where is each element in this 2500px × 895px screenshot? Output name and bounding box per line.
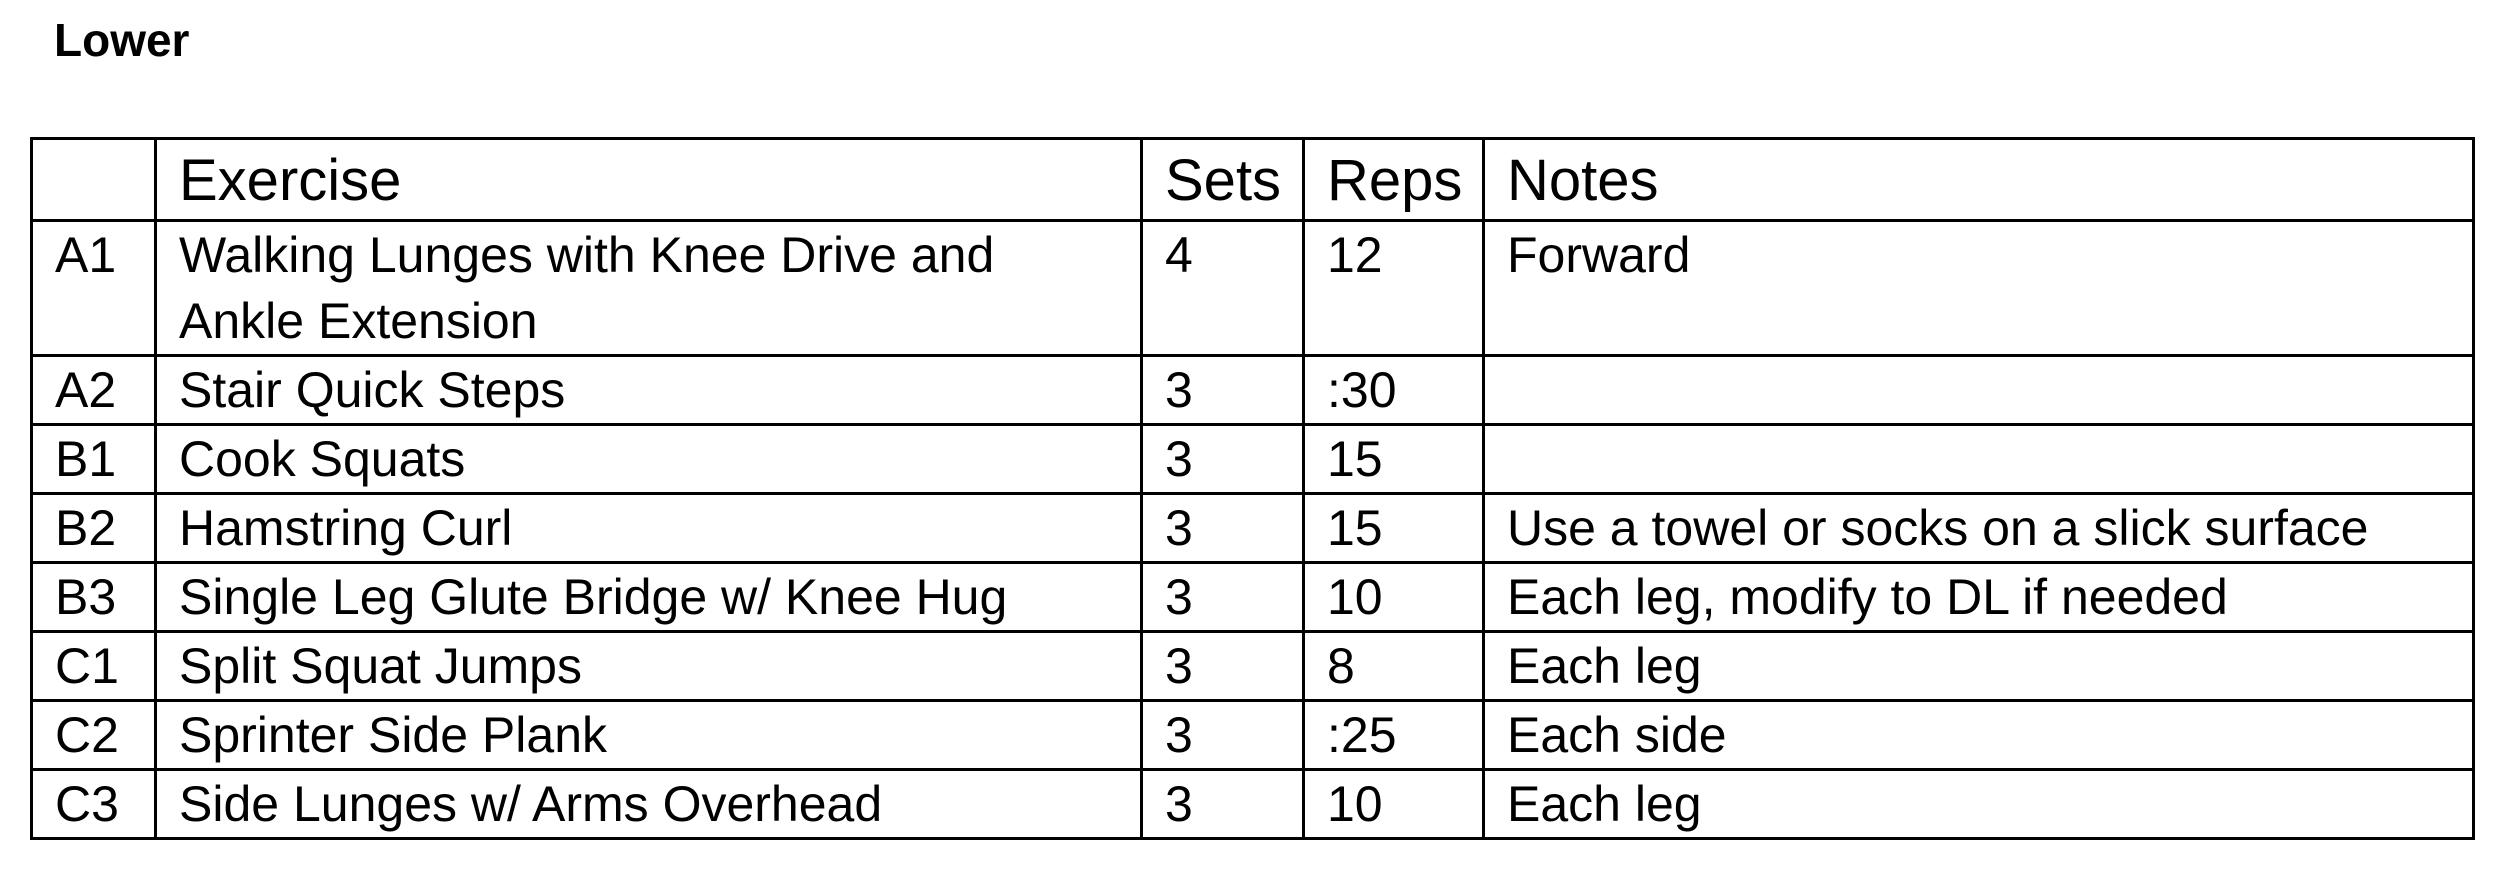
cell-sets: 3 (1140, 630, 1305, 702)
cell-id: C1 (30, 630, 157, 702)
table-row: C3 Side Lunges w/ Arms Overhead 3 10 Eac… (30, 768, 2475, 840)
header-sets: Sets (1140, 137, 1305, 222)
cell-notes (1482, 423, 2475, 495)
header-exercise: Exercise (154, 137, 1143, 222)
cell-id: C3 (30, 768, 157, 840)
cell-sets: 3 (1140, 561, 1305, 633)
cell-id: B3 (30, 561, 157, 633)
cell-sets: 3 (1140, 699, 1305, 771)
cell-sets: 4 (1140, 219, 1305, 357)
cell-id: B1 (30, 423, 157, 495)
cell-id: A2 (30, 354, 157, 426)
cell-id: B2 (30, 492, 157, 564)
header-id (30, 137, 157, 222)
cell-exercise: Sprinter Side Plank (154, 699, 1143, 771)
table-row: A2 Stair Quick Steps 3 :30 (30, 354, 2475, 426)
cell-notes: Each leg, modify to DL if needed (1482, 561, 2475, 633)
cell-sets: 3 (1140, 492, 1305, 564)
cell-reps: 12 (1302, 219, 1485, 357)
table-row: C1 Split Squat Jumps 3 8 Each leg (30, 630, 2475, 702)
cell-sets: 3 (1140, 354, 1305, 426)
cell-reps: 15 (1302, 423, 1485, 495)
cell-sets: 3 (1140, 423, 1305, 495)
cell-sets: 3 (1140, 768, 1305, 840)
exercise-table: Exercise Sets Reps Notes A1 Walking Lung… (30, 137, 2475, 840)
cell-notes (1482, 354, 2475, 426)
cell-id: A1 (30, 219, 157, 357)
cell-notes: Use a towel or socks on a slick surface (1482, 492, 2475, 564)
header-reps: Reps (1302, 137, 1485, 222)
table-header-row: Exercise Sets Reps Notes (30, 137, 2475, 222)
cell-notes: Each side (1482, 699, 2475, 771)
cell-exercise: Stair Quick Steps (154, 354, 1143, 426)
table-row: A1 Walking Lunges with Knee Drive and An… (30, 219, 2475, 357)
cell-exercise: Walking Lunges with Knee Drive and Ankle… (154, 219, 1143, 357)
table-row: B1 Cook Squats 3 15 (30, 423, 2475, 495)
cell-exercise: Cook Squats (154, 423, 1143, 495)
cell-exercise: Side Lunges w/ Arms Overhead (154, 768, 1143, 840)
table-row: B2 Hamstring Curl 3 15 Use a towel or so… (30, 492, 2475, 564)
table-row: C2 Sprinter Side Plank 3 :25 Each side (30, 699, 2475, 771)
header-notes: Notes (1482, 137, 2475, 222)
cell-exercise: Hamstring Curl (154, 492, 1143, 564)
cell-reps: 10 (1302, 768, 1485, 840)
cell-exercise: Single Leg Glute Bridge w/ Knee Hug (154, 561, 1143, 633)
cell-reps: 15 (1302, 492, 1485, 564)
cell-notes: Each leg (1482, 630, 2475, 702)
cell-reps: 10 (1302, 561, 1485, 633)
table-row: B3 Single Leg Glute Bridge w/ Knee Hug 3… (30, 561, 2475, 633)
cell-exercise: Split Squat Jumps (154, 630, 1143, 702)
cell-notes: Each leg (1482, 768, 2475, 840)
cell-reps: 8 (1302, 630, 1485, 702)
cell-reps: :25 (1302, 699, 1485, 771)
cell-reps: :30 (1302, 354, 1485, 426)
cell-id: C2 (30, 699, 157, 771)
cell-notes: Forward (1482, 219, 2475, 357)
section-heading: Lower (54, 14, 190, 66)
